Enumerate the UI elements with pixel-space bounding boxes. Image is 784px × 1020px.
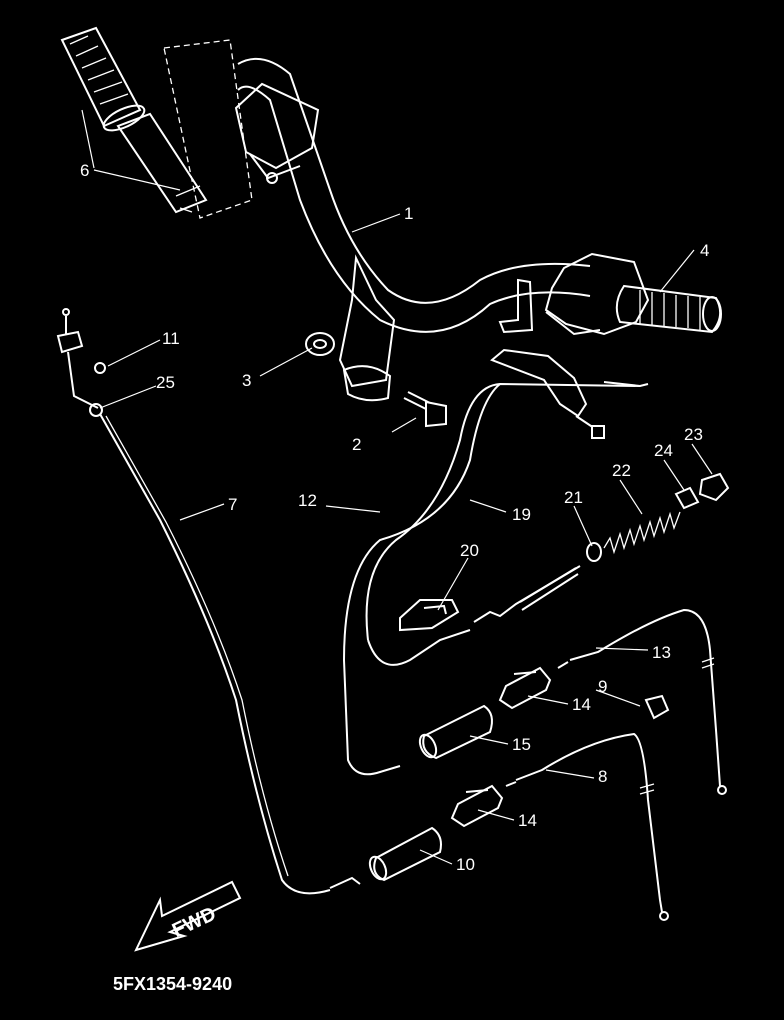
callout-labels: 1 2 3 4 6 7 8 9 10 11 12 13 14 14 15 19 … bbox=[80, 161, 709, 874]
right-grip-assembly bbox=[544, 252, 722, 336]
callout-21: 21 bbox=[564, 488, 583, 507]
callout-6: 6 bbox=[80, 161, 89, 180]
callout-10: 10 bbox=[456, 855, 475, 874]
clip-20 bbox=[399, 599, 460, 632]
cable-13 bbox=[557, 608, 727, 795]
collar-3 bbox=[305, 332, 335, 356]
tube-15 bbox=[418, 704, 493, 760]
callout-3: 3 bbox=[242, 371, 251, 390]
left-grip bbox=[60, 26, 253, 219]
fwd-arrow: FWD bbox=[134, 880, 242, 952]
callout-20: 20 bbox=[460, 541, 479, 560]
holder-14-upper bbox=[498, 666, 552, 710]
tube-10 bbox=[368, 826, 442, 882]
callout-12: 12 bbox=[298, 491, 317, 510]
bolt-2 bbox=[403, 391, 447, 428]
cable-8 bbox=[505, 732, 669, 921]
callout-13: 13 bbox=[652, 643, 671, 662]
drawing-code: 5FX1354-9240 bbox=[113, 974, 233, 994]
callout-8: 8 bbox=[598, 767, 607, 786]
callout-15: 15 bbox=[512, 735, 531, 754]
callout-24: 24 bbox=[654, 441, 673, 460]
callout-1: 1 bbox=[404, 204, 413, 223]
cables-12-19 bbox=[342, 348, 649, 776]
holder-14-lower bbox=[450, 784, 504, 828]
callout-19: 19 bbox=[512, 505, 531, 524]
callout-22: 22 bbox=[612, 461, 631, 480]
leader-lines bbox=[81, 109, 713, 865]
cable-7 bbox=[56, 308, 361, 895]
cap-9 bbox=[644, 694, 670, 720]
callout-25: 25 bbox=[156, 373, 175, 392]
ring-21 bbox=[586, 542, 602, 562]
callout-7: 7 bbox=[228, 495, 237, 514]
cap-24 bbox=[674, 486, 700, 510]
callout-14-lower: 14 bbox=[518, 811, 537, 830]
nut-23 bbox=[698, 472, 730, 502]
callout-14-upper: 14 bbox=[572, 695, 591, 714]
callout-4: 4 bbox=[700, 241, 709, 260]
spring-22 bbox=[603, 511, 681, 555]
handlebar bbox=[234, 57, 591, 402]
callout-23: 23 bbox=[684, 425, 703, 444]
callout-9: 9 bbox=[598, 677, 607, 696]
callout-11: 11 bbox=[162, 329, 180, 348]
cable-adjuster bbox=[473, 565, 581, 623]
callout-2: 2 bbox=[352, 435, 361, 454]
